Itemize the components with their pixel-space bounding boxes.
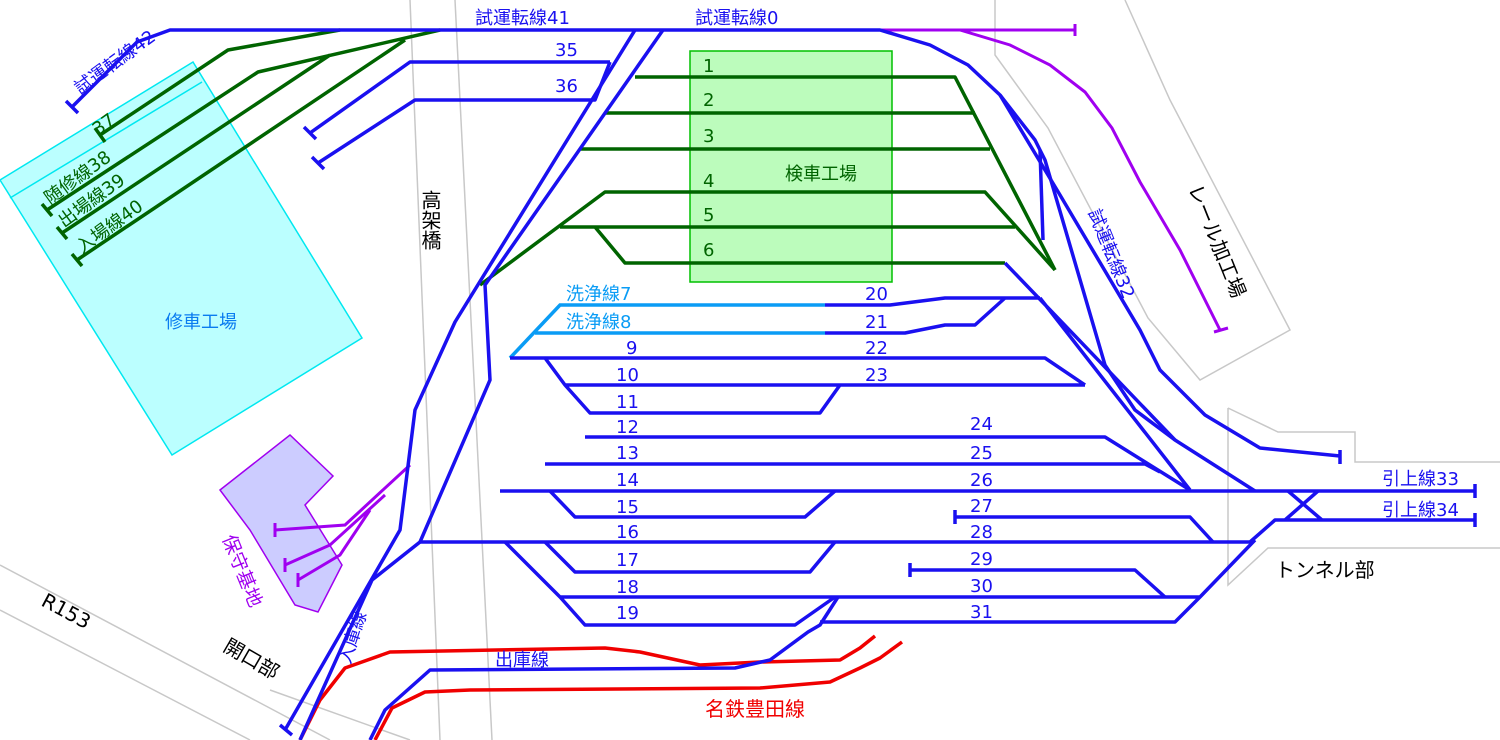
- label-25: 25: [970, 443, 993, 464]
- label-11: 11: [616, 392, 639, 413]
- label-2: 2: [703, 90, 714, 111]
- label-14: 14: [616, 470, 639, 491]
- label-35: 35: [555, 40, 578, 61]
- label-24: 24: [970, 414, 993, 435]
- road-r153-label: R153: [38, 588, 95, 634]
- label-15: 15: [616, 497, 639, 518]
- label-17: 17: [616, 550, 639, 571]
- wash-tracks: [508, 303, 825, 360]
- tunnel-label: トンネル部: [1275, 558, 1375, 582]
- main-tracks: [64, 28, 1477, 740]
- inspection-tracks: [40, 28, 1057, 287]
- repair-shop-divider: [9, 81, 203, 199]
- label-18: 18: [616, 577, 639, 598]
- label-23: 23: [865, 365, 888, 386]
- label-19: 19: [616, 603, 639, 624]
- meitetsu-line-label: 名鉄豊田線: [705, 697, 805, 721]
- label-wash8: 洗浄線8: [566, 312, 631, 333]
- label-13: 13: [616, 443, 639, 464]
- label-30: 30: [970, 576, 993, 597]
- label-29: 29: [970, 549, 993, 570]
- inspection-shop-area: [689, 50, 893, 283]
- label-31: 31: [970, 602, 993, 623]
- label-3: 3: [703, 126, 714, 147]
- label-22: 22: [865, 338, 888, 359]
- inspection-shop-label: 検車工場: [785, 164, 857, 185]
- label-26: 26: [970, 470, 993, 491]
- label-12: 12: [616, 417, 639, 438]
- label-16: 16: [616, 522, 639, 543]
- label-36: 36: [555, 76, 578, 97]
- rail-shop-label: レール加工場: [1183, 181, 1250, 301]
- label-5: 5: [703, 205, 714, 226]
- label-4: 4: [703, 171, 714, 192]
- label-1: 1: [703, 56, 714, 77]
- label-pull33: 引上線33: [1382, 469, 1459, 490]
- label-27: 27: [970, 496, 993, 517]
- repair-shop-area: [0, 60, 364, 457]
- label-10: 10: [616, 365, 639, 386]
- label-28: 28: [970, 522, 993, 543]
- label-wash7: 洗浄線7: [566, 284, 631, 305]
- viaduct-label: 高架橋: [418, 190, 442, 251]
- label-21: 21: [865, 312, 888, 333]
- label-entry-line: 入庫線: [335, 609, 372, 667]
- label-exit-line: 出庫線: [495, 650, 549, 671]
- meitetsu-toyota-line: [298, 634, 904, 740]
- label-test32: 試運転線32: [1083, 206, 1138, 302]
- opening-label: 開口部: [220, 634, 284, 685]
- label-test42: 試運転線42: [71, 26, 160, 99]
- label-6: 6: [703, 240, 714, 261]
- label-pull34: 引上線34: [1382, 500, 1459, 521]
- maintenance-tracks: [273, 24, 1229, 587]
- label-20: 20: [865, 284, 888, 305]
- label-test41: 試運転線41: [475, 8, 570, 29]
- repair-shop-label: 修車工場: [165, 312, 237, 333]
- label-test0: 試運転線0: [695, 8, 778, 29]
- maintenance-base-area: [218, 434, 343, 613]
- label-9: 9: [626, 338, 637, 359]
